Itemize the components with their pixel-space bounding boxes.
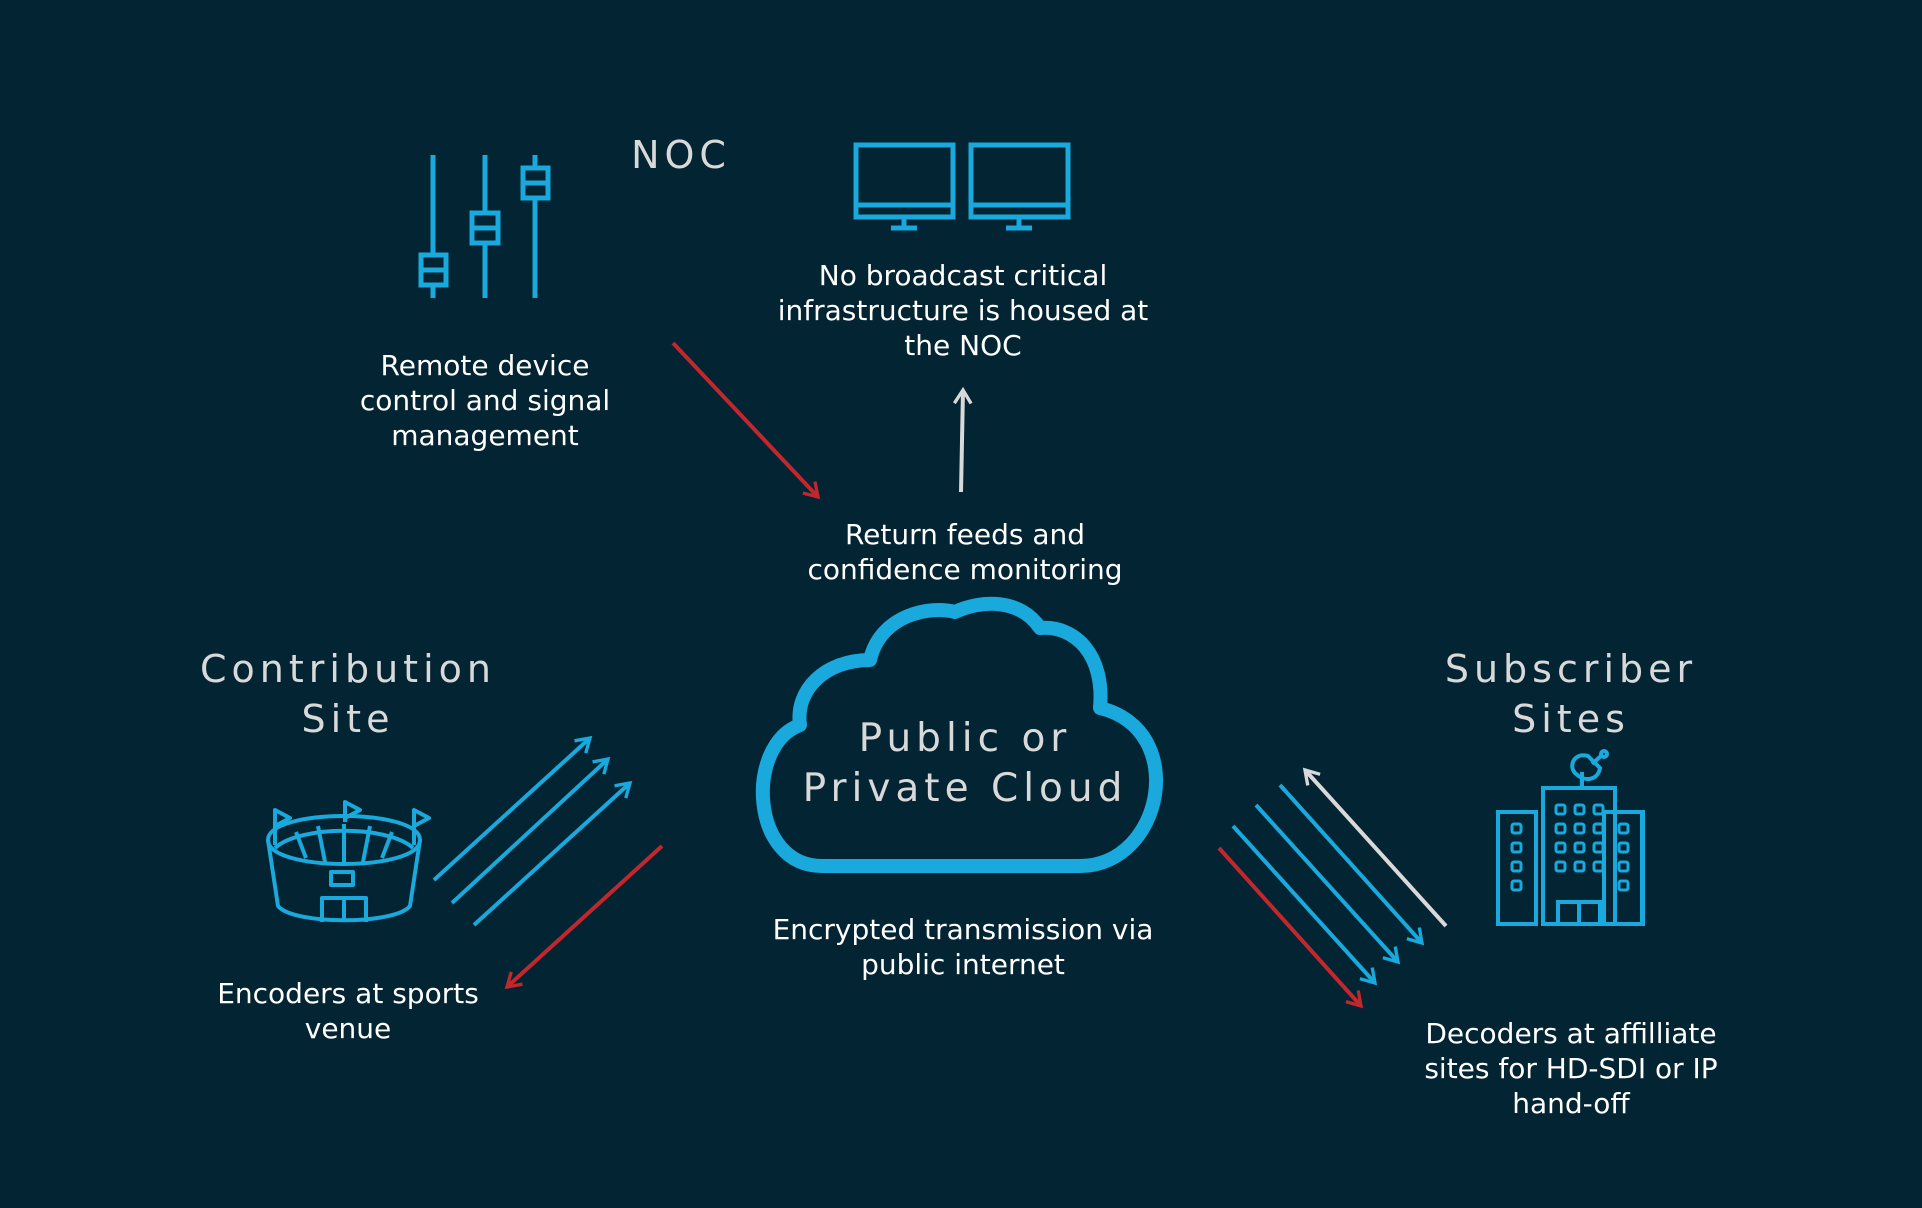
contribution-site-title: Contribution Site — [200, 647, 496, 741]
arrow-subscriber-down-1 — [1278, 783, 1425, 946]
arrow-return-to-noc — [953, 386, 973, 493]
arrow-contribution-up-2 — [450, 756, 611, 905]
building-icon — [1496, 749, 1645, 926]
cloud-shape — [755, 596, 1164, 873]
arrow-subscriber-down-2 — [1254, 803, 1401, 965]
subscriber-caption: Decoders at affilliate sites for HD-SDI … — [1424, 1017, 1718, 1120]
control-caption: Remote device control and signal managem… — [359, 349, 611, 452]
arrow-subscriber-down-3 — [1231, 824, 1378, 986]
sliders-icon — [418, 155, 551, 298]
stadium-icon — [266, 800, 431, 923]
monitors-icon — [853, 142, 1071, 231]
cloud-label: Public or Private Cloud — [802, 716, 1128, 811]
transmission-caption: Encrypted transmission via public intern… — [772, 913, 1154, 981]
arrow-contribution-down — [504, 844, 664, 990]
subscriber-sites-title: Subscriber Sites — [1444, 647, 1698, 741]
arrow-subscriber-down-red — [1217, 846, 1364, 1009]
noc-title: NOC — [631, 133, 731, 177]
arrow-contribution-up-1 — [432, 735, 593, 882]
arrow-contribution-up-3 — [472, 780, 633, 927]
return-caption: Return feeds and confidence monitoring — [807, 518, 1123, 586]
contribution-caption: Encoders at sports venue — [217, 977, 479, 1045]
arrow-noc-to-cloud — [671, 341, 821, 500]
arrow-subscriber-return — [1302, 767, 1448, 928]
monitor-caption: No broadcast critical infrastructure is … — [777, 259, 1149, 362]
